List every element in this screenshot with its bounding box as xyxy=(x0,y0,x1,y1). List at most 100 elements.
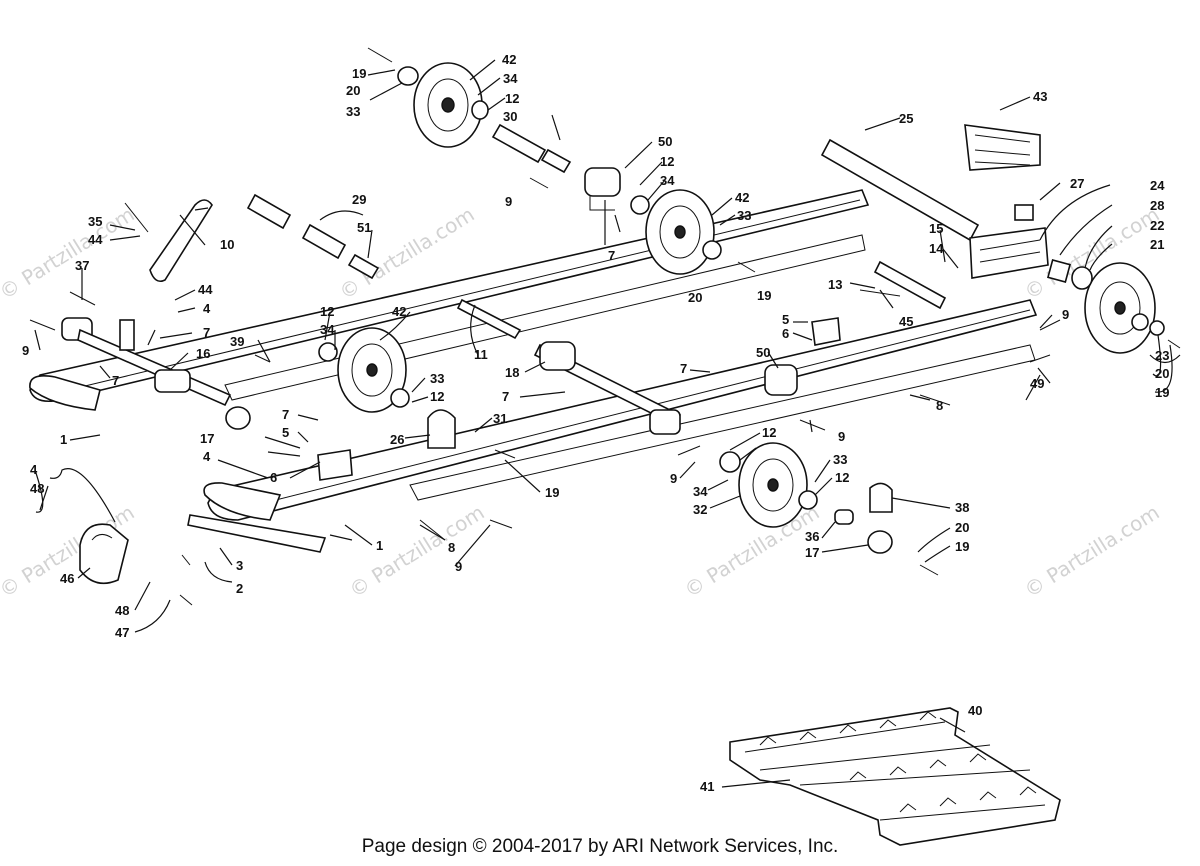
rear-right-small-parts xyxy=(834,482,893,554)
bolts xyxy=(29,47,1181,606)
callout-26: 26 xyxy=(390,432,404,447)
callout-17a: 17 xyxy=(200,431,214,446)
callout-47: 47 xyxy=(115,625,129,640)
callout-11: 11 xyxy=(474,347,488,362)
rear-wheel xyxy=(1046,258,1165,354)
callout-18: 18 xyxy=(505,365,519,380)
callout-42: 42 xyxy=(502,52,516,67)
wear-strip xyxy=(187,514,327,553)
callout-2: 2 xyxy=(236,581,243,596)
callout-17b: 17 xyxy=(805,545,819,560)
wheel-lower xyxy=(719,442,818,528)
rear-shaft xyxy=(820,138,980,242)
callout-3: 3 xyxy=(236,558,243,573)
callout-39: 39 xyxy=(230,334,244,349)
callout-24: 24 xyxy=(1150,178,1165,193)
callout-49: 49 xyxy=(1030,376,1044,391)
callout-9b: 9 xyxy=(1062,307,1069,322)
callout-34: 34 xyxy=(503,71,518,86)
callout-41: 41 xyxy=(700,779,714,794)
wheel-mid-left xyxy=(318,327,410,413)
callout-27: 27 xyxy=(1070,176,1084,191)
track xyxy=(729,707,1061,846)
callout-12d: 12 xyxy=(430,389,444,404)
callout-7a: 7 xyxy=(608,248,615,263)
callout-5a: 5 xyxy=(282,425,289,440)
callout-7d: 7 xyxy=(502,389,509,404)
callout-22: 22 xyxy=(1150,218,1164,233)
bracket-24 xyxy=(969,204,1049,279)
callout-4a: 4 xyxy=(203,301,211,316)
callout-19c: 19 xyxy=(1155,385,1169,400)
callout-40: 40 xyxy=(968,703,982,718)
block-6-lower xyxy=(317,449,353,481)
callout-44b: 44 xyxy=(198,282,213,297)
block-6-upper xyxy=(811,317,841,346)
callout-51: 51 xyxy=(357,220,371,235)
callout-36: 36 xyxy=(805,529,819,544)
callout-12c: 12 xyxy=(320,304,334,319)
callout-33: 33 xyxy=(346,104,360,119)
callout-9e: 9 xyxy=(838,429,845,444)
upper-wheel-assembly xyxy=(397,62,572,174)
callout-29: 29 xyxy=(352,192,366,207)
torque-arm xyxy=(149,199,213,283)
callout-19d: 19 xyxy=(545,485,559,500)
callout-33b: 33 xyxy=(737,208,751,223)
callout-9a: 9 xyxy=(505,194,512,209)
shaft-29 xyxy=(246,193,380,280)
callout-8a: 8 xyxy=(448,540,455,555)
front-shaft-assembly xyxy=(61,317,251,430)
callout-33c: 33 xyxy=(430,371,444,386)
shoe-46 xyxy=(79,523,129,585)
callout-21: 21 xyxy=(1150,237,1164,252)
callout-50: 50 xyxy=(658,134,672,149)
callout-37: 37 xyxy=(75,258,89,273)
callout-7c: 7 xyxy=(112,373,119,388)
bracket-26 xyxy=(427,409,456,449)
callout-43: 43 xyxy=(1033,89,1047,104)
callout-45: 45 xyxy=(899,314,913,329)
callout-48b: 48 xyxy=(115,603,129,618)
callout-19: 19 xyxy=(352,66,366,81)
callout-19e: 19 xyxy=(955,539,969,554)
callout-25: 25 xyxy=(899,111,913,126)
callout-16: 16 xyxy=(196,346,210,361)
callout-46: 46 xyxy=(60,571,74,586)
callout-7e: 7 xyxy=(282,407,289,422)
callout-23: 23 xyxy=(1155,348,1169,363)
shaft-45 xyxy=(873,260,947,310)
callout-12: 12 xyxy=(505,91,519,106)
callout-8b: 8 xyxy=(936,398,943,413)
callout-19b: 19 xyxy=(757,288,771,303)
callout-9c: 9 xyxy=(22,343,29,358)
callout-10: 10 xyxy=(220,237,234,252)
callout-6b: 6 xyxy=(782,326,789,341)
leader-lines xyxy=(34,59,1181,788)
callout-7b: 7 xyxy=(203,325,210,340)
callout-34b: 34 xyxy=(660,173,675,188)
callout-30: 30 xyxy=(503,109,517,124)
callout-33d: 33 xyxy=(833,452,847,467)
bracket-50-mid xyxy=(764,364,798,396)
rail-tip-lower xyxy=(203,482,282,521)
callout-42b: 42 xyxy=(735,190,749,205)
callout-20: 20 xyxy=(346,83,360,98)
mid-shaft xyxy=(456,298,682,435)
callout-32: 32 xyxy=(693,502,707,517)
watermark-left: © Partzilla.com xyxy=(0,202,139,304)
callout-13: 13 xyxy=(828,277,842,292)
callout-44a: 44 xyxy=(88,232,103,247)
wheel-mid-right xyxy=(630,189,722,275)
callout-34c: 34 xyxy=(320,322,335,337)
callout-12e: 12 xyxy=(762,425,776,440)
callout-50b: 50 xyxy=(756,345,770,360)
callout-1a: 1 xyxy=(60,432,67,447)
callout-1b: 1 xyxy=(376,538,383,553)
callout-48a: 48 xyxy=(30,481,44,496)
callout-31: 31 xyxy=(493,411,507,426)
callout-4b: 4 xyxy=(203,449,211,464)
copyright-footer: Page design © 2004-2017 by ARI Network S… xyxy=(361,836,839,857)
callout-20d: 20 xyxy=(955,520,969,535)
